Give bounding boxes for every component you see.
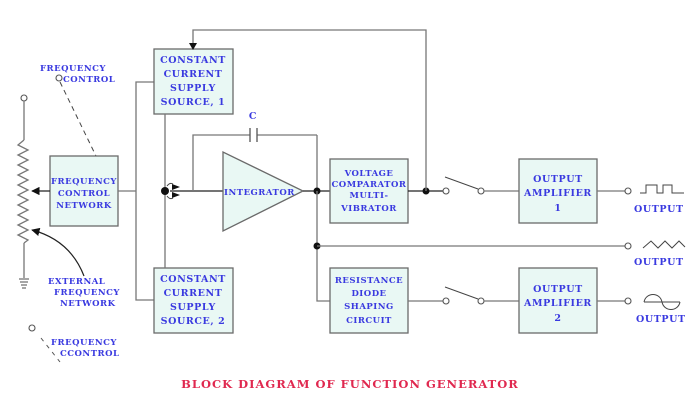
feedback-wire bbox=[192, 29, 427, 191]
svg-text:SHAPING: SHAPING bbox=[344, 302, 394, 312]
voltage-comparator-block: VOLTAGE COMPARATOR MULTI- VIBRATOR bbox=[329, 158, 409, 224]
resistor-zigzag bbox=[16, 139, 30, 244]
integrator-block: INTEGRATOR bbox=[222, 150, 305, 233]
svg-text:OUTPUT: OUTPUT bbox=[533, 174, 583, 185]
svg-text:SUPPLY: SUPPLY bbox=[170, 302, 216, 313]
freq-control-top-label-1: FREQUENCY bbox=[40, 64, 106, 74]
svg-text:CONTROL: CONTROL bbox=[58, 189, 110, 199]
svg-text:SUPPLY: SUPPLY bbox=[170, 83, 216, 94]
output-triangle-label: OUTPUT bbox=[634, 257, 684, 268]
svg-text:FREQUENCY: FREQUENCY bbox=[51, 177, 117, 187]
external-label-1: EXTERNAL bbox=[48, 277, 105, 287]
wiper-arrow-2 bbox=[31, 227, 85, 277]
output-2-terminal[interactable] bbox=[624, 242, 632, 250]
freq-control-knob-icon[interactable] bbox=[55, 74, 63, 82]
output-1-terminal[interactable] bbox=[624, 187, 632, 195]
feedback-arrow bbox=[189, 43, 197, 50]
freq-control-top-label-2: CONTROL bbox=[63, 75, 115, 85]
freq-control-bottom-label-1: FREQUENCY bbox=[51, 338, 117, 348]
svg-text:CURRENT: CURRENT bbox=[164, 288, 223, 299]
svg-text:CIRCUIT: CIRCUIT bbox=[346, 316, 392, 326]
svg-text:MULTI-: MULTI- bbox=[350, 191, 389, 201]
output-sine-label: OUTPUT bbox=[636, 314, 686, 325]
svg-text:AMPLIFIER: AMPLIFIER bbox=[523, 298, 592, 309]
svg-text:SOURCE, 2: SOURCE, 2 bbox=[161, 316, 226, 327]
switch-2[interactable] bbox=[442, 286, 485, 305]
ground-icon bbox=[19, 278, 29, 289]
svg-text:1: 1 bbox=[554, 203, 561, 214]
shaping-circuit-block: RESISTANCE DIODE SHAPING CIRCUIT bbox=[329, 267, 409, 334]
svg-text:AMPLIFIER: AMPLIFIER bbox=[523, 188, 592, 199]
output-amplifier-2-block: OUTPUT AMPLIFIER 2 bbox=[518, 267, 598, 334]
capacitor-label: C bbox=[249, 111, 257, 122]
triangle-wave-icon bbox=[642, 240, 686, 249]
output-3-terminal[interactable] bbox=[624, 297, 632, 305]
svg-text:OUTPUT: OUTPUT bbox=[533, 284, 583, 295]
freq-control-bottom-label-2: CCONTROL bbox=[60, 349, 119, 359]
square-wave-icon bbox=[640, 184, 684, 194]
freq-control-network-block: FREQUENCY CONTROL NETWORK bbox=[49, 155, 119, 227]
svg-text:COMPARATOR: COMPARATOR bbox=[332, 180, 407, 190]
external-label-3: NETWORK bbox=[60, 299, 116, 309]
external-label-2: FREQUENCY bbox=[54, 288, 120, 298]
svg-text:RESISTANCE: RESISTANCE bbox=[335, 276, 403, 286]
switch-1[interactable] bbox=[442, 176, 485, 195]
constant-current-source-2-block: CONSTANT CURRENT SUPPLY SOURCE, 2 bbox=[153, 267, 234, 334]
dashed-link bbox=[59, 81, 97, 157]
svg-text:CURRENT: CURRENT bbox=[164, 69, 223, 80]
svg-text:VIBRATOR: VIBRATOR bbox=[340, 204, 397, 214]
svg-text:VOLTAGE: VOLTAGE bbox=[344, 169, 394, 179]
svg-text:SOURCE, 1: SOURCE, 1 bbox=[161, 97, 226, 108]
switch-arrow-down bbox=[172, 192, 180, 198]
switch-arrow-up bbox=[172, 184, 180, 190]
pot-top-terminal bbox=[20, 94, 28, 102]
diagram-title: BLOCK DIAGRAM OF FUNCTION GENERATOR bbox=[181, 377, 519, 391]
svg-text:CONSTANT: CONSTANT bbox=[160, 55, 226, 66]
svg-text:INTEGRATOR: INTEGRATOR bbox=[224, 188, 295, 198]
summing-node bbox=[161, 187, 169, 195]
constant-current-source-1-block: CONSTANT CURRENT SUPPLY SOURCE, 1 bbox=[153, 48, 234, 115]
output-square-label: OUTPUT bbox=[634, 204, 684, 215]
svg-text:CONSTANT: CONSTANT bbox=[160, 274, 226, 285]
svg-text:2: 2 bbox=[554, 313, 561, 324]
svg-text:NETWORK: NETWORK bbox=[56, 201, 112, 211]
svg-text:DIODE: DIODE bbox=[351, 289, 386, 299]
potentiometer bbox=[16, 94, 30, 289]
freq-control-knob-bottom-icon[interactable] bbox=[28, 324, 36, 332]
output-amplifier-1-block: OUTPUT AMPLIFIER 1 bbox=[518, 158, 598, 224]
